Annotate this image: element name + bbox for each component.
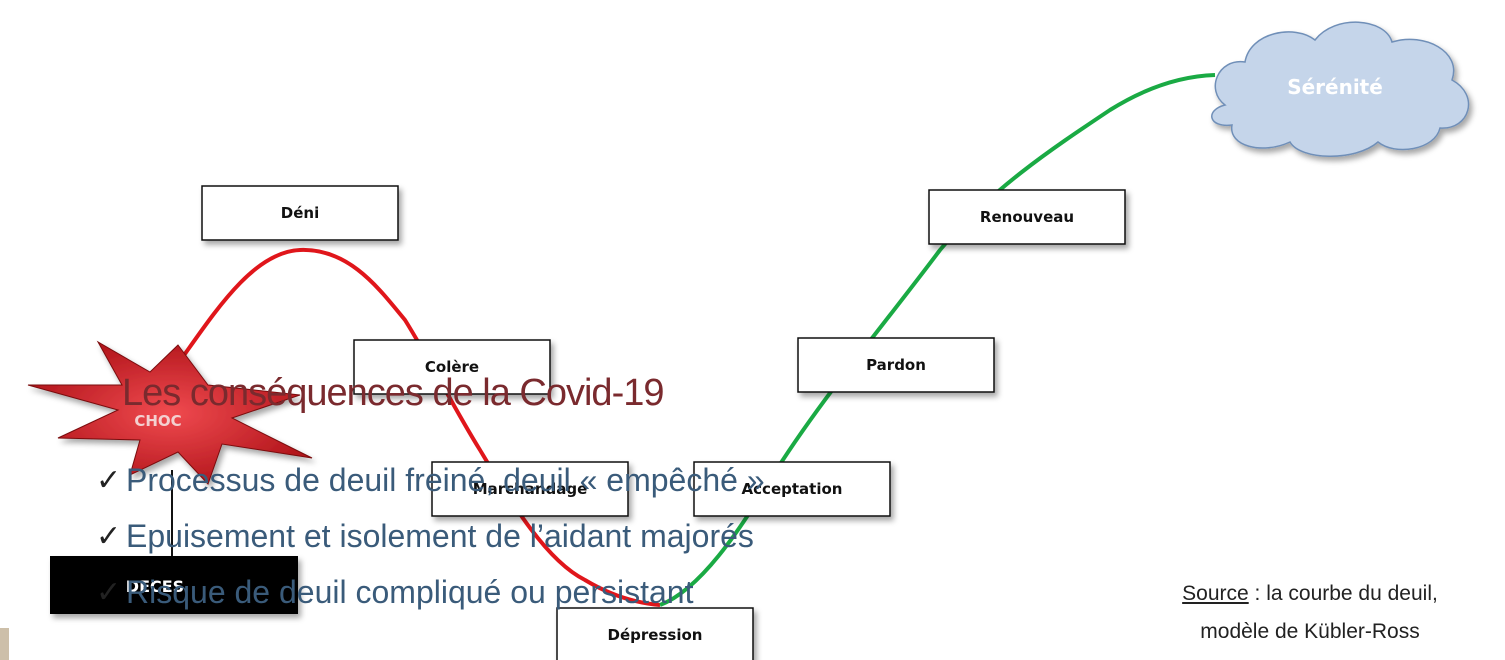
stage-label-pardon: Pardon <box>866 356 926 374</box>
choc-label: CHOC <box>134 412 181 430</box>
deces-label: DECES <box>126 577 184 596</box>
positive-curve <box>659 73 1216 607</box>
stage-box-depression: Dépression <box>556 607 754 660</box>
stage-box-renouveau: Renouveau <box>928 189 1126 245</box>
choc-burst: CHOC <box>27 340 313 485</box>
stage-label-deni: Déni <box>281 204 319 222</box>
stage-label-depression: Dépression <box>608 626 703 644</box>
stage-label-marchandage: Marchandage <box>473 480 588 498</box>
stage-label-colere: Colère <box>425 358 479 376</box>
stage-box-pardon: Pardon <box>797 337 995 393</box>
stage-box-deni: Déni <box>201 185 399 241</box>
stage-box-colere: Colère <box>353 339 551 395</box>
stage-box-marchandage: Marchandage <box>431 461 629 517</box>
cloud-label: Sérénité <box>1287 75 1383 99</box>
stage-label-acceptation: Acceptation <box>742 480 843 498</box>
serenite-cloud: Sérénité <box>1211 21 1470 157</box>
deces-box: DECES <box>50 556 298 614</box>
stage-box-acceptation: Acceptation <box>693 461 891 517</box>
stage-label-renouveau: Renouveau <box>980 208 1074 226</box>
